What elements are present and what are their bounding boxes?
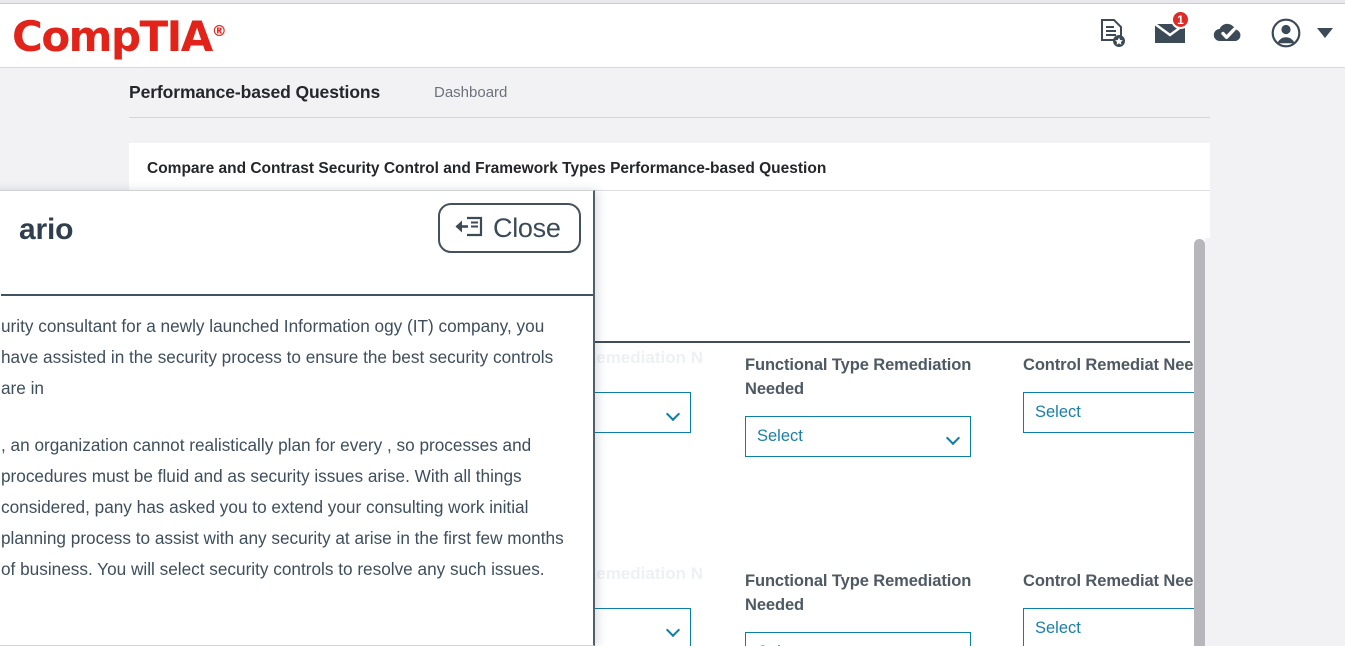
- card-scrollbar-track[interactable]: [1194, 239, 1205, 646]
- close-button[interactable]: Close: [438, 203, 581, 253]
- question-card-title: Compare and Contrast Security Control an…: [147, 160, 827, 177]
- scenario-paragraph: urity consultant for a newly launched In…: [1, 316, 554, 398]
- cloud-check-icon[interactable]: [1211, 14, 1245, 52]
- page-title: Performance-based Questions: [129, 82, 381, 102]
- column-header-label: Functional Type Remediation Needed: [745, 356, 972, 398]
- chevron-down-icon: [667, 409, 680, 417]
- close-icon: [454, 212, 484, 245]
- select-value: Select: [1035, 619, 1081, 637]
- browser-chrome-strip: [0, 0, 1345, 4]
- comptia-logo-text: CompTIA: [12, 12, 213, 61]
- select-value: Select: [1035, 403, 1081, 421]
- envelope-icon[interactable]: 1: [1153, 10, 1190, 52]
- header-icon-group: 1: [1095, 10, 1333, 52]
- close-button-label: Close: [493, 212, 561, 243]
- card-right-gutter: [1205, 238, 1210, 646]
- select-control-remediation[interactable]: Select: [1023, 608, 1210, 646]
- select-control-remediation[interactable]: Select: [1023, 392, 1210, 433]
- column-functional-type-remediation: Functional Type Remediation Needed Selec…: [745, 569, 977, 646]
- select-value: Select: [757, 643, 803, 646]
- nav-divider: [129, 117, 1210, 118]
- column-header-label: Control Remediat Needed: [1023, 356, 1210, 374]
- instructions-divider: [147, 341, 1190, 343]
- scenario-paragraph: , an organization cannot realistically p…: [1, 435, 564, 579]
- select-value: Select: [757, 427, 803, 445]
- comptia-logo[interactable]: CompTIA®: [12, 6, 227, 62]
- column-control-remediation: Control Remediat Needed Select: [1023, 353, 1210, 433]
- page-nav-strip: Performance-based Questions Dashboard: [0, 68, 1345, 120]
- registered-mark: ®: [211, 22, 227, 40]
- app-header: CompTIA® 1: [0, 0, 1345, 68]
- breadcrumb-dashboard[interactable]: Dashboard: [434, 84, 508, 101]
- column-header-label: Functional Type Remediation Needed: [745, 572, 972, 614]
- select-functional-type-remediation[interactable]: Select: [745, 632, 971, 646]
- scenario-body: urity consultant for a newly launched In…: [1, 311, 581, 585]
- select-functional-type-remediation[interactable]: Select: [745, 416, 971, 457]
- scenario-divider: [1, 294, 593, 296]
- chevron-down-icon: [667, 625, 680, 633]
- card-scrollbar-thumb[interactable]: [1194, 239, 1205, 646]
- column-control-remediation: Control Remediat Needed Select: [1023, 569, 1210, 646]
- scenario-heading: ario: [19, 213, 74, 246]
- column-functional-type-remediation: Functional Type Remediation Needed Selec…: [745, 353, 977, 457]
- scenario-overlay-panel: ario Close urity consultant for a newly …: [0, 190, 595, 646]
- column-header-label: Control Remediat Needed: [1023, 572, 1210, 590]
- user-avatar-icon[interactable]: [1269, 14, 1303, 52]
- message-count-badge: 1: [1171, 10, 1190, 29]
- chevron-down-icon: [947, 433, 960, 441]
- account-menu-chevron-down-icon[interactable]: [1317, 28, 1333, 38]
- document-star-icon[interactable]: [1095, 14, 1129, 52]
